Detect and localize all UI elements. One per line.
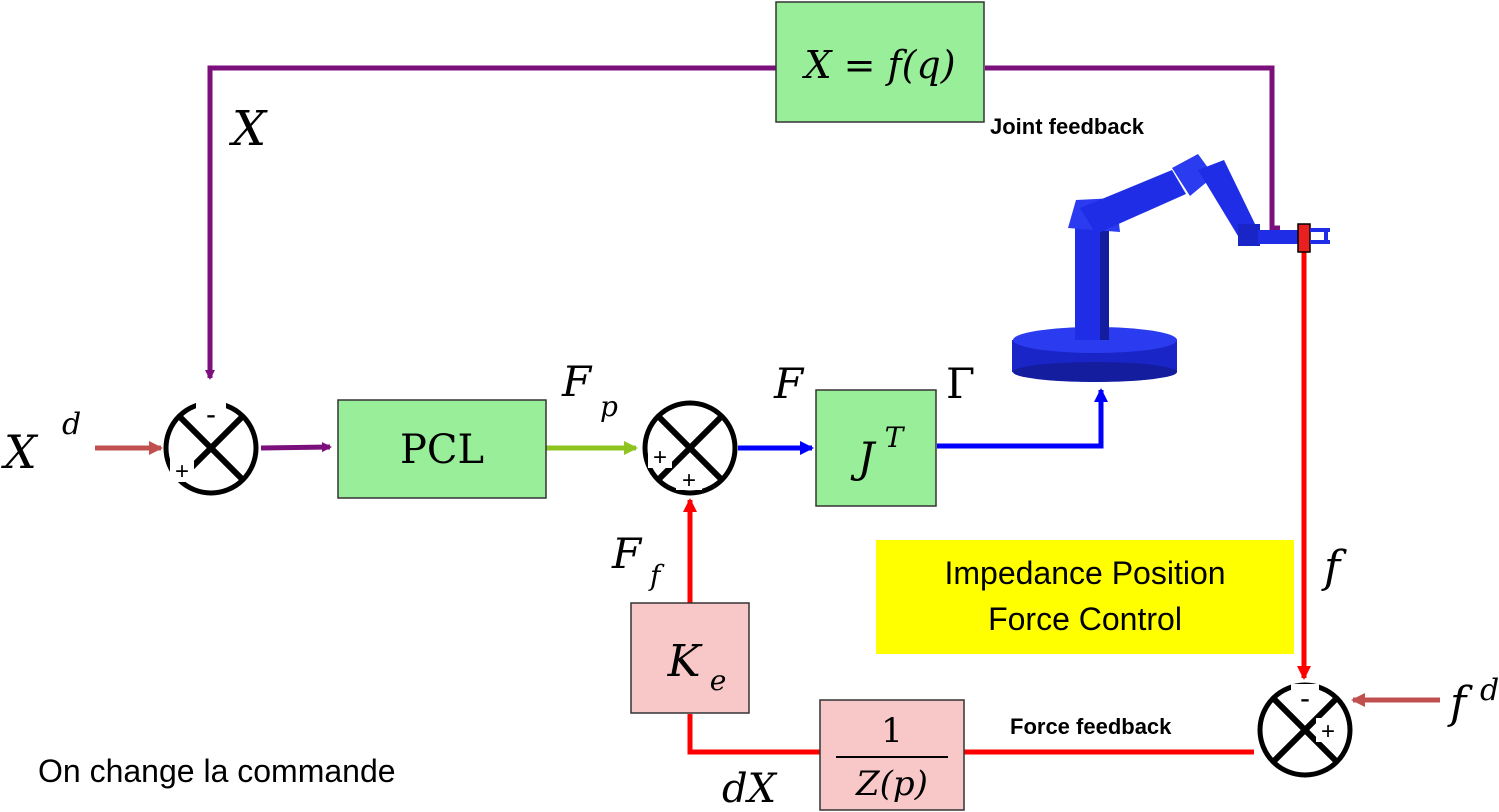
pcl-block: PCL	[337, 399, 547, 499]
sum3-plus-sign: +	[1321, 718, 1335, 745]
gamma-label: Γ	[946, 359, 975, 408]
ke-block: K e	[630, 602, 750, 714]
sum3-minus-sign: -	[1300, 682, 1310, 715]
force-feedback-path	[683, 252, 1311, 755]
kinematics-label: X = f(q)	[801, 43, 955, 87]
dx-label: dX	[722, 766, 778, 812]
gamma-arrow	[937, 388, 1108, 449]
ff-base-label: F	[611, 529, 643, 578]
sum-junction-force-total: + +	[642, 400, 738, 496]
f-measured-label: f	[1321, 542, 1347, 593]
fd-base-label: f	[1447, 678, 1473, 729]
fp-base-label: F	[561, 357, 593, 406]
f-total-label: F	[773, 359, 805, 408]
callout-line1: Impedance Position	[944, 555, 1225, 591]
force-feedback-label: Force feedback	[1010, 714, 1172, 739]
sum1-plus-sign: +	[175, 458, 189, 485]
sum2-plus-left: +	[653, 444, 667, 471]
position-feedback-path	[205, 65, 1280, 453]
impedance-block: 1 Z(p)	[819, 699, 965, 811]
jt-sup-label: T	[885, 421, 906, 454]
sum1-minus-sign: -	[206, 398, 216, 431]
footer-caption: On change la commande	[38, 753, 396, 789]
ke-sub-label: e	[710, 664, 727, 697]
xd-base-label: X	[1, 425, 39, 479]
fd-sup-label: d	[1480, 673, 1499, 708]
callout-line2: Force Control	[988, 601, 1182, 637]
ke-base-label: K	[667, 636, 703, 687]
jt-block: J T	[815, 389, 937, 507]
sum2-plus-bottom: +	[682, 467, 696, 494]
joint-feedback-label: Joint feedback	[990, 114, 1145, 139]
pcl-label: PCL	[400, 427, 484, 473]
impedance-denominator: Z(p)	[855, 764, 928, 804]
impedance-callout: Impedance Position Force Control	[876, 540, 1294, 654]
x-feedback-label: X	[228, 101, 268, 157]
ff-sub-label: f	[648, 559, 665, 592]
sum-junction-position: - +	[163, 398, 259, 496]
fp-sub-label: p	[600, 390, 618, 423]
kinematics-block: X = f(q)	[775, 1, 985, 123]
sum-junction-force-error: - +	[1257, 682, 1353, 778]
xd-sup-label: d	[62, 407, 81, 442]
robot-arm-illustration	[1012, 154, 1330, 382]
impedance-numerator: 1	[881, 711, 903, 751]
